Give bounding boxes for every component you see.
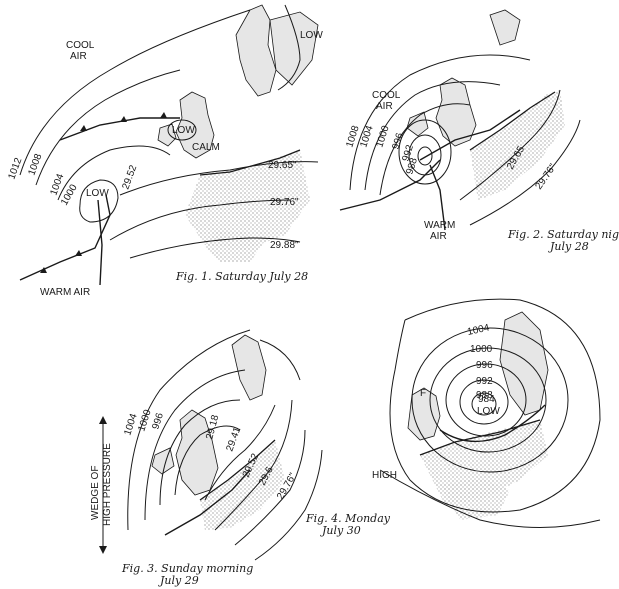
fig1-calm-label: CALM <box>192 142 220 153</box>
fig1-low-ne-label: LOW <box>300 30 323 41</box>
fig3-map: WEDGE OFHIGH PRESSURE 1004 1000 996 29.1… <box>90 329 323 587</box>
fig4-low-label: LOW <box>477 406 500 417</box>
fig3-isobar-1000 <box>144 369 246 521</box>
fig3-isobar-2952 <box>214 399 293 531</box>
fig4-south-land <box>440 478 510 520</box>
fig1-isobar-label-2976: 29.76" <box>270 197 299 208</box>
fig1-isobar-1012 <box>19 9 251 176</box>
fig2-isobar-label-992: 992 <box>400 143 416 163</box>
fig2-isobar-1004 <box>364 81 501 191</box>
fig4-isobar-992 <box>445 363 527 437</box>
fig1-isobar-label-2988: 29.88" <box>270 240 299 251</box>
fig1-isobar-2988 <box>129 237 301 259</box>
fig3-isobar-296 <box>234 429 306 546</box>
fig4-isobar-label-992: 992 <box>476 376 493 387</box>
fig4-isobar-label-1000: 1000 <box>470 344 493 355</box>
fig1-isobar-low-ne <box>277 4 301 91</box>
fig4-isobar-984 <box>471 392 497 416</box>
fig1-isobar-1004 <box>57 145 171 201</box>
fig2-trailing-front <box>429 164 446 231</box>
fig4-isobar-label-984-text: 984 <box>478 394 495 405</box>
fig2-isobar-label-996: 996 <box>390 131 406 151</box>
fig2-isobar-1000 <box>379 103 471 196</box>
fig1-france-land <box>185 150 310 250</box>
fig4-isobar-1000 <box>411 327 569 473</box>
fig3-wedge-label: WEDGE OFHIGH PRESSURE <box>90 443 113 526</box>
fig3-isobar-1004 <box>127 329 251 531</box>
fig1-isobar-1000 <box>79 179 119 223</box>
fig2-isobar-2965 <box>459 89 561 201</box>
fig1-low-label: LOW <box>86 188 109 199</box>
fig2-continent-coast <box>469 91 556 151</box>
fig4-isobar-label-996: 996 <box>476 360 493 371</box>
fig3-isobar-label-1000: 1000 <box>136 408 153 433</box>
fig3-isobar-996 <box>159 399 241 506</box>
fig2-isobar-label-2976: 29.76" <box>533 162 559 192</box>
fig2-isobar-label-1000: 1000 <box>374 124 391 149</box>
fig1-warm-air-label: WARM AIR <box>40 287 90 298</box>
fig1-isobar-2965 <box>119 161 319 196</box>
fig1-continent-coast <box>199 149 301 176</box>
fig2-isobar-996 <box>398 119 452 185</box>
fig3-cold-front <box>164 469 251 536</box>
fig1-isobar-label-1008: 1008 <box>26 152 44 177</box>
fig1-britain-land <box>175 91 215 159</box>
fig1-occluded-front <box>97 199 103 286</box>
fig1-isobar-label-2965: 29.65" <box>268 160 297 171</box>
fig1-low-scotland-label: LOW <box>172 125 195 136</box>
fig1-norway-land <box>235 4 277 97</box>
fig4-isobar-1004 <box>389 298 601 513</box>
fig2-continent-land <box>470 90 565 200</box>
fig1-isobar-low-scotland <box>167 119 197 141</box>
fig4-isobar-988 <box>459 379 509 425</box>
fig3-isobar-2918 <box>174 425 241 496</box>
fig2-isobar-label-988: 988 <box>404 156 420 176</box>
fig3-isobar-label-2941: 29.41 <box>224 425 243 453</box>
fig1-isobar-label-2952: 29.52 <box>120 163 139 191</box>
fig1-isobar-1008 <box>35 69 181 186</box>
fig4-map: 1004 1000 996 992 988 984 LOW HIGH F Fig… <box>305 298 601 537</box>
fig4-britain-land <box>407 387 441 441</box>
fig4-high-label: HIGH <box>372 470 397 481</box>
fig3-isobar-ne <box>259 339 301 381</box>
fig2-isobar-1008 <box>349 54 531 191</box>
fig4-scandinavia-land <box>499 311 549 416</box>
fig1-caption: Fig. 1. Saturday July 28 <box>175 270 308 283</box>
fig3-isobar-2941 <box>204 404 276 501</box>
fig4-occluded-front <box>439 404 546 443</box>
fig3-ireland-land <box>151 447 175 475</box>
fig1-scandinavia-land <box>269 11 319 86</box>
fig3-continent-land <box>200 440 285 530</box>
fig3-isobar-2976 <box>254 449 323 561</box>
fig4-isobar-996 <box>429 347 547 453</box>
fig3-norway-land <box>231 334 267 401</box>
fig2-cold-front <box>339 159 441 211</box>
fig2-britain-land <box>435 77 477 147</box>
fig2-isobar-2976 <box>469 119 581 226</box>
fig1-front-teeth <box>40 112 167 273</box>
fig2-norway-land <box>489 9 521 46</box>
fig2-isobar-988 <box>417 146 433 166</box>
fig4-f-label: F <box>420 388 426 399</box>
fig3-isobar-label-996: 996 <box>150 411 166 431</box>
fig1-cold-front-south <box>19 194 111 281</box>
fig4-isobar-label-988: 988 <box>476 390 493 401</box>
fig3-continent-coast <box>199 439 276 501</box>
fig2-warm-front <box>419 109 521 161</box>
fig4-isobar-label-1004: 1004 <box>466 322 490 337</box>
fig3-side-arrow <box>99 416 107 554</box>
fig1-isobar-2976 <box>109 199 291 241</box>
fig4-isobar-outer-south <box>379 469 601 528</box>
